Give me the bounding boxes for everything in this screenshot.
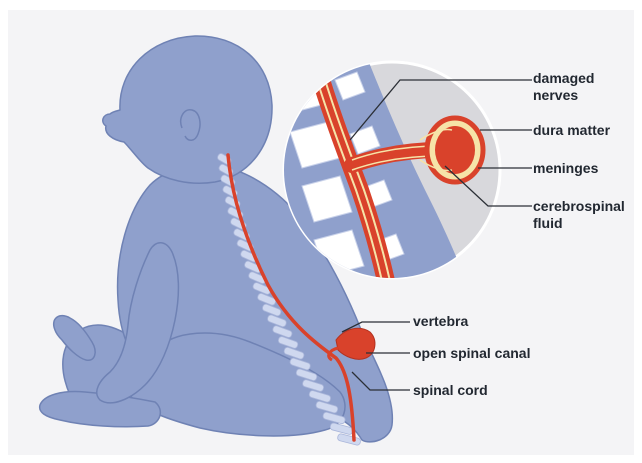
label-open-spinal-canal: open spinal canal [413, 345, 530, 362]
baby-hand [54, 316, 95, 361]
label-damaged-nerves: damaged nerves [533, 70, 594, 104]
lens-vertebra-process [386, 286, 416, 314]
label-meninges: meninges [533, 160, 598, 177]
label-cerebrospinal-fluid: cerebrospinal fluid [533, 198, 625, 232]
label-vertebra: vertebra [413, 313, 468, 330]
vertebra-segment [337, 433, 361, 446]
label-spinal-cord: spinal cord [413, 382, 488, 399]
label-dura-matter: dura matter [533, 122, 610, 139]
